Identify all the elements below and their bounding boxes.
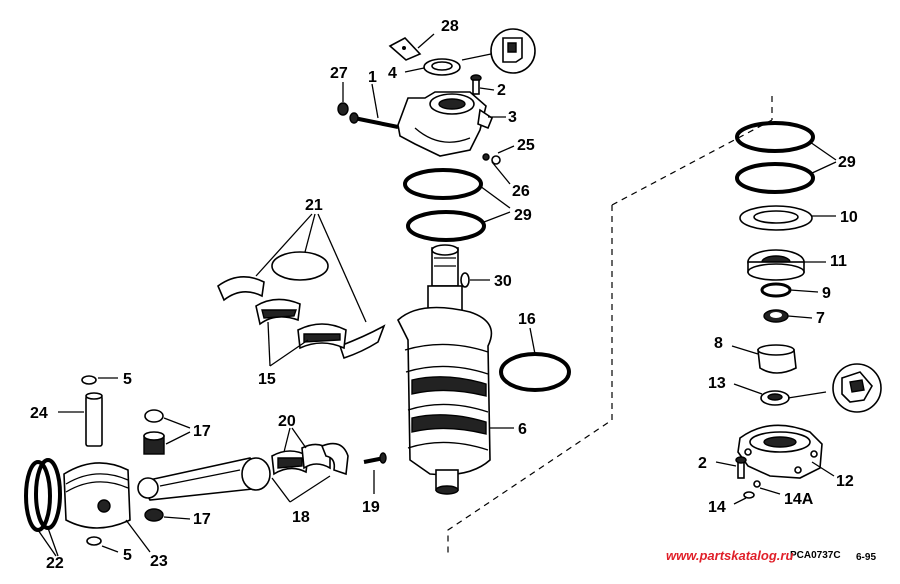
part-20-rod-bearings xyxy=(271,427,331,476)
part-18-rod-cap xyxy=(271,442,349,503)
label-1: 1 xyxy=(368,69,377,86)
part-19-screw xyxy=(363,452,387,494)
label-29-left: 29 xyxy=(514,207,532,224)
part-28-clip xyxy=(388,33,435,61)
part-21-bearing-halves xyxy=(217,213,386,360)
label-2-lower: 2 xyxy=(698,455,707,472)
part-1-bolt xyxy=(349,83,399,129)
label-12: 12 xyxy=(836,473,854,490)
part-10-seal xyxy=(739,205,836,231)
label-13: 13 xyxy=(708,375,726,392)
part-6-crankshaft xyxy=(397,244,514,495)
label-5-top: 5 xyxy=(123,371,132,388)
part-29-orings-left xyxy=(403,168,511,242)
part-15-needle-bearings xyxy=(255,298,347,367)
part-25-26-fasteners xyxy=(482,145,515,185)
label-5-bottom: 5 xyxy=(123,547,132,564)
label-21: 21 xyxy=(305,197,323,214)
part-24-wrist-pin xyxy=(58,392,103,447)
part-16-snap-ring xyxy=(499,327,571,392)
label-11: 11 xyxy=(830,253,847,270)
label-15: 15 xyxy=(258,371,276,388)
label-8: 8 xyxy=(714,335,723,352)
label-30: 30 xyxy=(494,273,512,290)
drawing-code: PCA0737C xyxy=(790,550,841,561)
label-14a: 14A xyxy=(784,491,814,508)
lube-icon-top xyxy=(461,28,536,74)
part-14a-nut xyxy=(753,480,781,495)
label-16: 16 xyxy=(518,311,536,328)
label-24: 24 xyxy=(30,405,48,422)
lube-icon-right xyxy=(832,363,882,413)
label-6: 6 xyxy=(518,421,527,438)
label-19: 19 xyxy=(362,499,380,516)
label-2-top: 2 xyxy=(497,82,506,99)
label-7: 7 xyxy=(816,310,825,327)
connecting-rod xyxy=(137,457,271,501)
label-29-right: 29 xyxy=(838,154,856,171)
part-29-orings-right xyxy=(735,121,837,194)
part-12-lower-housing xyxy=(737,424,835,479)
part-3-upper-housing xyxy=(397,91,506,157)
part-5-clips xyxy=(81,375,119,553)
watermark: www.partskatalog.ru xyxy=(666,548,793,563)
part-2-screw-lower xyxy=(715,456,747,479)
label-17-bottom: 17 xyxy=(193,511,211,528)
part-14-washer xyxy=(733,491,755,505)
part-7-seal xyxy=(763,309,813,323)
label-9: 9 xyxy=(822,285,831,302)
part-23-piston xyxy=(63,462,151,553)
part-13-seal xyxy=(733,383,827,406)
part-2-screw xyxy=(470,74,495,95)
label-14: 14 xyxy=(708,499,726,516)
label-27: 27 xyxy=(330,65,348,82)
label-28: 28 xyxy=(441,18,459,35)
part-9-retaining-ring xyxy=(760,282,819,298)
label-18: 18 xyxy=(292,509,310,526)
label-22: 22 xyxy=(46,555,64,572)
part-4-seal xyxy=(404,58,461,76)
part-27-nut xyxy=(337,82,349,116)
label-10: 10 xyxy=(840,209,858,226)
part-11-ball-bearing xyxy=(747,249,826,281)
dashed-guide-lines xyxy=(447,96,773,555)
label-26: 26 xyxy=(512,183,530,200)
part-17-bearings xyxy=(143,409,191,522)
label-3: 3 xyxy=(508,109,517,126)
label-17-top: 17 xyxy=(193,423,211,440)
part-30-ring xyxy=(460,272,490,288)
label-20: 20 xyxy=(278,413,296,430)
part-labels: 28 4 27 1 2 3 25 26 29 21 30 16 15 5 24 … xyxy=(30,18,858,572)
label-23: 23 xyxy=(150,553,168,570)
label-4: 4 xyxy=(388,65,397,82)
drawing-date: 6-95 xyxy=(856,552,876,563)
label-25: 25 xyxy=(517,137,535,154)
part-8-bushing xyxy=(731,344,797,374)
part-22-piston-rings xyxy=(24,458,62,557)
